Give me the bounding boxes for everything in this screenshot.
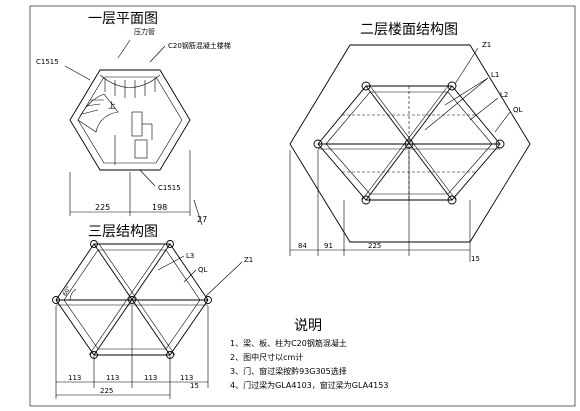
floor3-plan: 三层结构图 60° L3 QL Z1 1	[52, 224, 253, 399]
note-item-4: 4、门过梁为GLA4103，窗过梁为GLA4153	[230, 380, 388, 390]
floor2-title: 二层楼面结构图	[360, 22, 458, 38]
floor3-dim-5: 225	[100, 387, 113, 395]
label-l1: L1	[491, 71, 499, 79]
floor3-dim-4: 113	[180, 374, 193, 382]
label-l2: L2	[500, 91, 508, 99]
label-col-top: C1515	[36, 58, 59, 66]
note-item-3: 3、门、窗过梁按黔93G305选择	[230, 366, 347, 376]
label-l3: L3	[186, 252, 194, 260]
notes: 说明 1、梁、板、柱为C20钢筋混凝土 2、图中尺寸以cm计 3、门、窗过梁按黔…	[230, 318, 388, 390]
note-item-2: 2、图中尺寸以cm计	[230, 352, 303, 362]
floor2-dim-4: 15	[471, 255, 480, 263]
label-stair: C20钢筋混凝土楼梯	[168, 41, 231, 50]
floor2-dim-2: 91	[324, 242, 333, 250]
floor2-dim-3: 225	[368, 242, 381, 250]
floor3-title: 三层结构图	[88, 224, 158, 240]
floor1-dim-3: 27	[197, 215, 207, 224]
floor2-plan: 二层楼面结构图 Z1 L1 L2 QL	[289, 22, 531, 263]
floor3-dim-1: 113	[68, 374, 81, 382]
floor2-dim-1: 84	[298, 242, 307, 250]
floor1-dim-2: 198	[152, 203, 167, 212]
label-z1-3: Z1	[244, 256, 253, 264]
notes-title: 说明	[294, 318, 322, 334]
floor1-dim-1: 225	[95, 203, 110, 212]
sheet-border	[29, 5, 576, 407]
note-item-1: 1、梁、板、柱为C20钢筋混凝土	[230, 338, 347, 348]
label-z1: Z1	[482, 41, 491, 49]
floor1-plan: 一层平面图 压力管 C20钢筋混凝土楼梯 C1515 C1515 上 225 1…	[36, 11, 231, 226]
label-col-bottom: C1515	[158, 184, 181, 192]
label-ql: QL	[513, 106, 523, 114]
label-angle: 60°	[61, 285, 72, 298]
label-pressure-pipe: 压力管	[134, 27, 155, 36]
floor3-dim-2: 113	[106, 374, 119, 382]
label-ql3: QL	[198, 266, 208, 274]
floor3-dim-6: 15	[190, 382, 199, 390]
floor1-title: 一层平面图	[88, 11, 158, 27]
floor3-dim-3: 113	[144, 374, 157, 382]
label-up: 上	[108, 101, 116, 110]
